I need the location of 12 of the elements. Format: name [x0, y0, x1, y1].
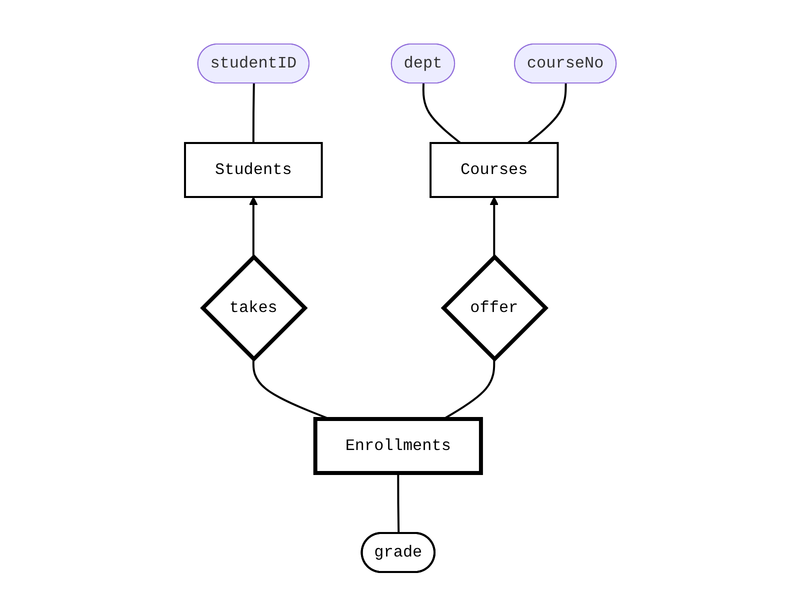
node-box: Students: [184, 142, 323, 198]
connector: [422, 83, 462, 144]
connector: [397, 473, 400, 534]
arrow: [490, 196, 498, 257]
connector: [443, 359, 496, 420]
arrow: [248, 196, 258, 257]
connector: [527, 83, 567, 144]
node-diamond: offer: [440, 254, 548, 362]
node-box: Courses: [430, 142, 559, 198]
connector: [252, 83, 255, 143]
node-diamond: takes: [200, 254, 308, 362]
node-box: Enrollments: [313, 417, 483, 475]
